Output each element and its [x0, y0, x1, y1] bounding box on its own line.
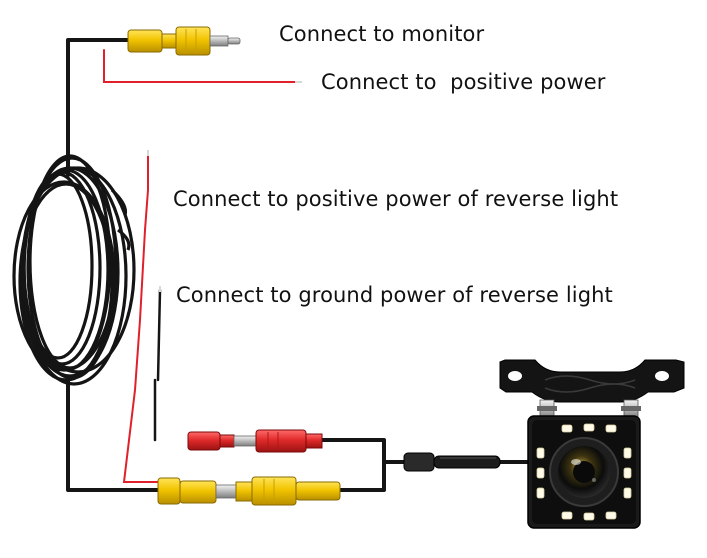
black-cable	[66, 38, 537, 492]
label-connect-monitor: Connect to monitor	[279, 22, 485, 46]
rca-connector-yellow	[157, 476, 341, 506]
wire-tips	[147, 81, 302, 292]
red-wires	[103, 49, 296, 483]
label-connect-positive-power: Connect to positive power	[321, 70, 606, 94]
label-connect-reverse-ground: Connect to ground power of reverse light	[176, 283, 613, 307]
rca-connector-red	[187, 429, 323, 453]
coiled-cable	[12, 154, 136, 386]
rca-connector-monitor	[127, 26, 241, 56]
camera-leds	[536, 423, 632, 521]
rear-view-camera-icon	[499, 359, 685, 529]
label-connect-reverse-positive: Connect to positive power of reverse lig…	[173, 187, 619, 211]
cable-junction	[403, 452, 501, 472]
